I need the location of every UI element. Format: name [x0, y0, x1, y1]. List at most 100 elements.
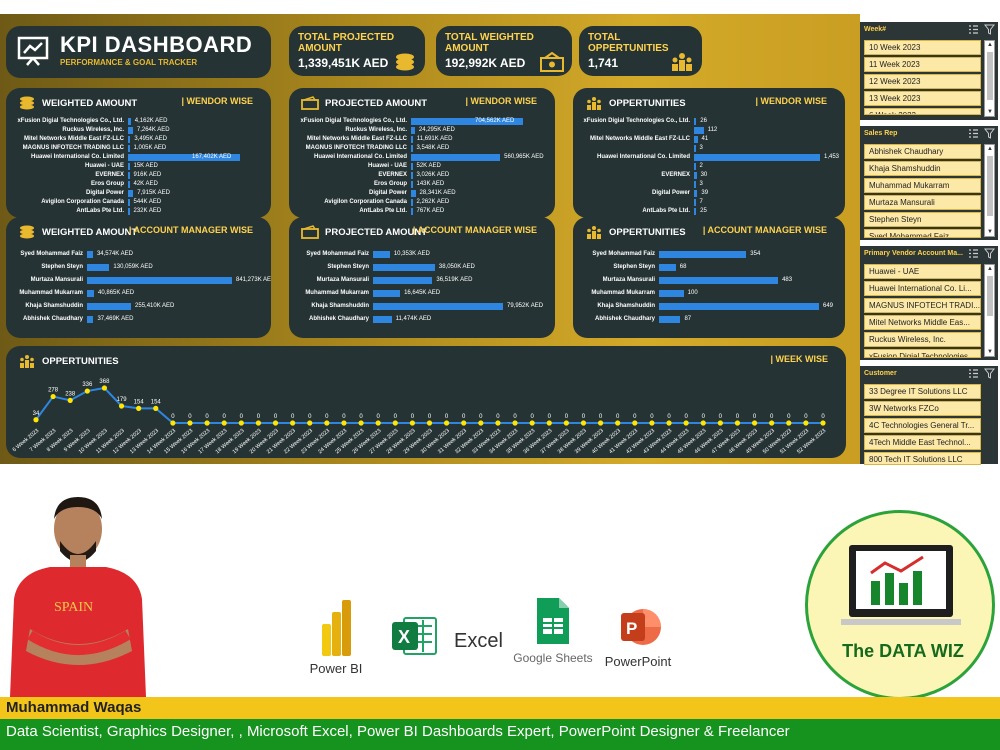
bar[interactable]	[411, 154, 501, 161]
multi-select-icon[interactable]	[968, 24, 979, 35]
data-point[interactable]	[187, 420, 193, 426]
bar[interactable]	[694, 190, 698, 197]
slicer-item[interactable]: Syed Mohammad Faiz	[864, 229, 981, 238]
bar[interactable]	[694, 163, 696, 170]
data-point[interactable]	[426, 420, 433, 426]
bar[interactable]	[128, 190, 134, 197]
slicer-item[interactable]: Ruckus Wireless, Inc.	[864, 332, 981, 347]
data-point[interactable]	[409, 420, 415, 426]
data-point[interactable]	[803, 420, 809, 426]
data-point[interactable]	[478, 420, 484, 426]
data-point[interactable]	[204, 420, 210, 426]
multi-select-icon[interactable]	[968, 248, 979, 259]
bar[interactable]	[694, 154, 820, 161]
scroll-up-icon[interactable]: ▲	[987, 266, 993, 272]
bar[interactable]	[659, 277, 779, 284]
slicer-scrollbar[interactable]: ▲▼	[984, 144, 995, 237]
bar[interactable]	[128, 199, 130, 206]
slicer-item[interactable]: Huawei - UAE	[864, 264, 981, 279]
scroll-down-icon[interactable]: ▼	[987, 109, 993, 115]
slicer-item[interactable]: 4Tech Middle East Technol...	[864, 435, 981, 450]
data-point[interactable]	[341, 420, 347, 426]
slicer-item[interactable]: Mitel Networks Middle Eas...	[864, 315, 981, 330]
data-point[interactable]	[272, 420, 279, 426]
data-point[interactable]	[649, 420, 655, 426]
data-point[interactable]	[786, 420, 792, 426]
data-point[interactable]	[136, 405, 142, 411]
data-point[interactable]	[153, 405, 159, 411]
scroll-down-icon[interactable]: ▼	[987, 229, 993, 235]
data-point[interactable]	[307, 420, 313, 426]
data-point[interactable]	[734, 420, 741, 426]
bar[interactable]	[128, 145, 130, 152]
slicer-item[interactable]: Khaja Shamshuddin	[864, 161, 981, 176]
scroll-up-icon[interactable]: ▲	[987, 42, 993, 48]
slicer-item[interactable]: Muhammad Mukarram	[864, 178, 981, 193]
bar[interactable]	[659, 303, 819, 310]
bar[interactable]	[87, 251, 93, 258]
bar[interactable]	[694, 199, 696, 206]
bar[interactable]	[659, 251, 747, 258]
data-point[interactable]	[666, 420, 672, 426]
scroll-thumb[interactable]	[987, 52, 993, 100]
data-point[interactable]	[221, 420, 227, 426]
data-point[interactable]	[50, 393, 56, 400]
data-point[interactable]	[290, 420, 296, 426]
bar[interactable]	[411, 181, 413, 188]
bar[interactable]	[87, 290, 95, 297]
multi-select-icon[interactable]	[968, 368, 979, 379]
filter-clear-icon[interactable]	[984, 368, 995, 379]
slicer-item[interactable]: Huawei International Co. Li...	[864, 281, 981, 296]
bar[interactable]	[694, 181, 696, 188]
bar[interactable]	[373, 303, 503, 310]
bar[interactable]	[87, 303, 132, 310]
scroll-down-icon[interactable]: ▼	[987, 349, 993, 355]
bar[interactable]	[411, 136, 413, 143]
slicer-scrollbar[interactable]: ▲▼	[984, 264, 995, 357]
data-point[interactable]	[255, 420, 262, 426]
bar[interactable]	[694, 127, 704, 134]
bar[interactable]	[128, 172, 130, 179]
bar[interactable]	[694, 208, 697, 215]
bar[interactable]	[659, 290, 684, 297]
slicer-item[interactable]: 800 Tech IT Solutions LLC	[864, 452, 981, 465]
bar[interactable]	[411, 145, 413, 152]
data-point[interactable]	[375, 420, 381, 426]
bar[interactable]	[694, 136, 698, 143]
data-point[interactable]	[67, 397, 73, 403]
bar[interactable]	[128, 154, 240, 161]
bar[interactable]	[373, 251, 390, 258]
data-point[interactable]	[512, 420, 518, 426]
slicer-item[interactable]: 11 Week 2023	[864, 57, 981, 72]
bar[interactable]	[411, 118, 523, 125]
bar[interactable]	[87, 316, 94, 323]
slicer-item[interactable]: MAGNUS INFOTECH TRADI...	[864, 298, 981, 313]
slicer-item[interactable]: Murtaza Mansurali	[864, 195, 981, 210]
slicer-item[interactable]: 33 Degree IT Solutions LLC	[864, 384, 981, 399]
bar[interactable]	[411, 172, 413, 179]
data-point[interactable]	[101, 385, 108, 391]
bar[interactable]	[411, 208, 413, 215]
bar[interactable]	[128, 181, 130, 188]
bar[interactable]	[373, 316, 392, 323]
data-point[interactable]	[84, 388, 90, 394]
bar[interactable]	[659, 264, 676, 271]
bar[interactable]	[411, 190, 416, 197]
bar[interactable]	[694, 172, 697, 179]
bar[interactable]	[87, 264, 110, 271]
data-point[interactable]	[33, 417, 39, 423]
data-point[interactable]	[358, 420, 364, 426]
data-point[interactable]	[546, 420, 552, 426]
data-point[interactable]	[751, 420, 758, 426]
data-point[interactable]	[495, 420, 501, 426]
data-point[interactable]	[717, 420, 723, 426]
scroll-thumb[interactable]	[987, 276, 993, 316]
data-point[interactable]	[461, 420, 467, 426]
data-point[interactable]	[529, 420, 535, 426]
data-point[interactable]	[324, 420, 330, 426]
bar[interactable]	[128, 163, 130, 170]
bar[interactable]	[373, 277, 433, 284]
bar[interactable]	[694, 118, 697, 125]
data-point[interactable]	[700, 420, 706, 426]
bar[interactable]	[659, 316, 681, 323]
